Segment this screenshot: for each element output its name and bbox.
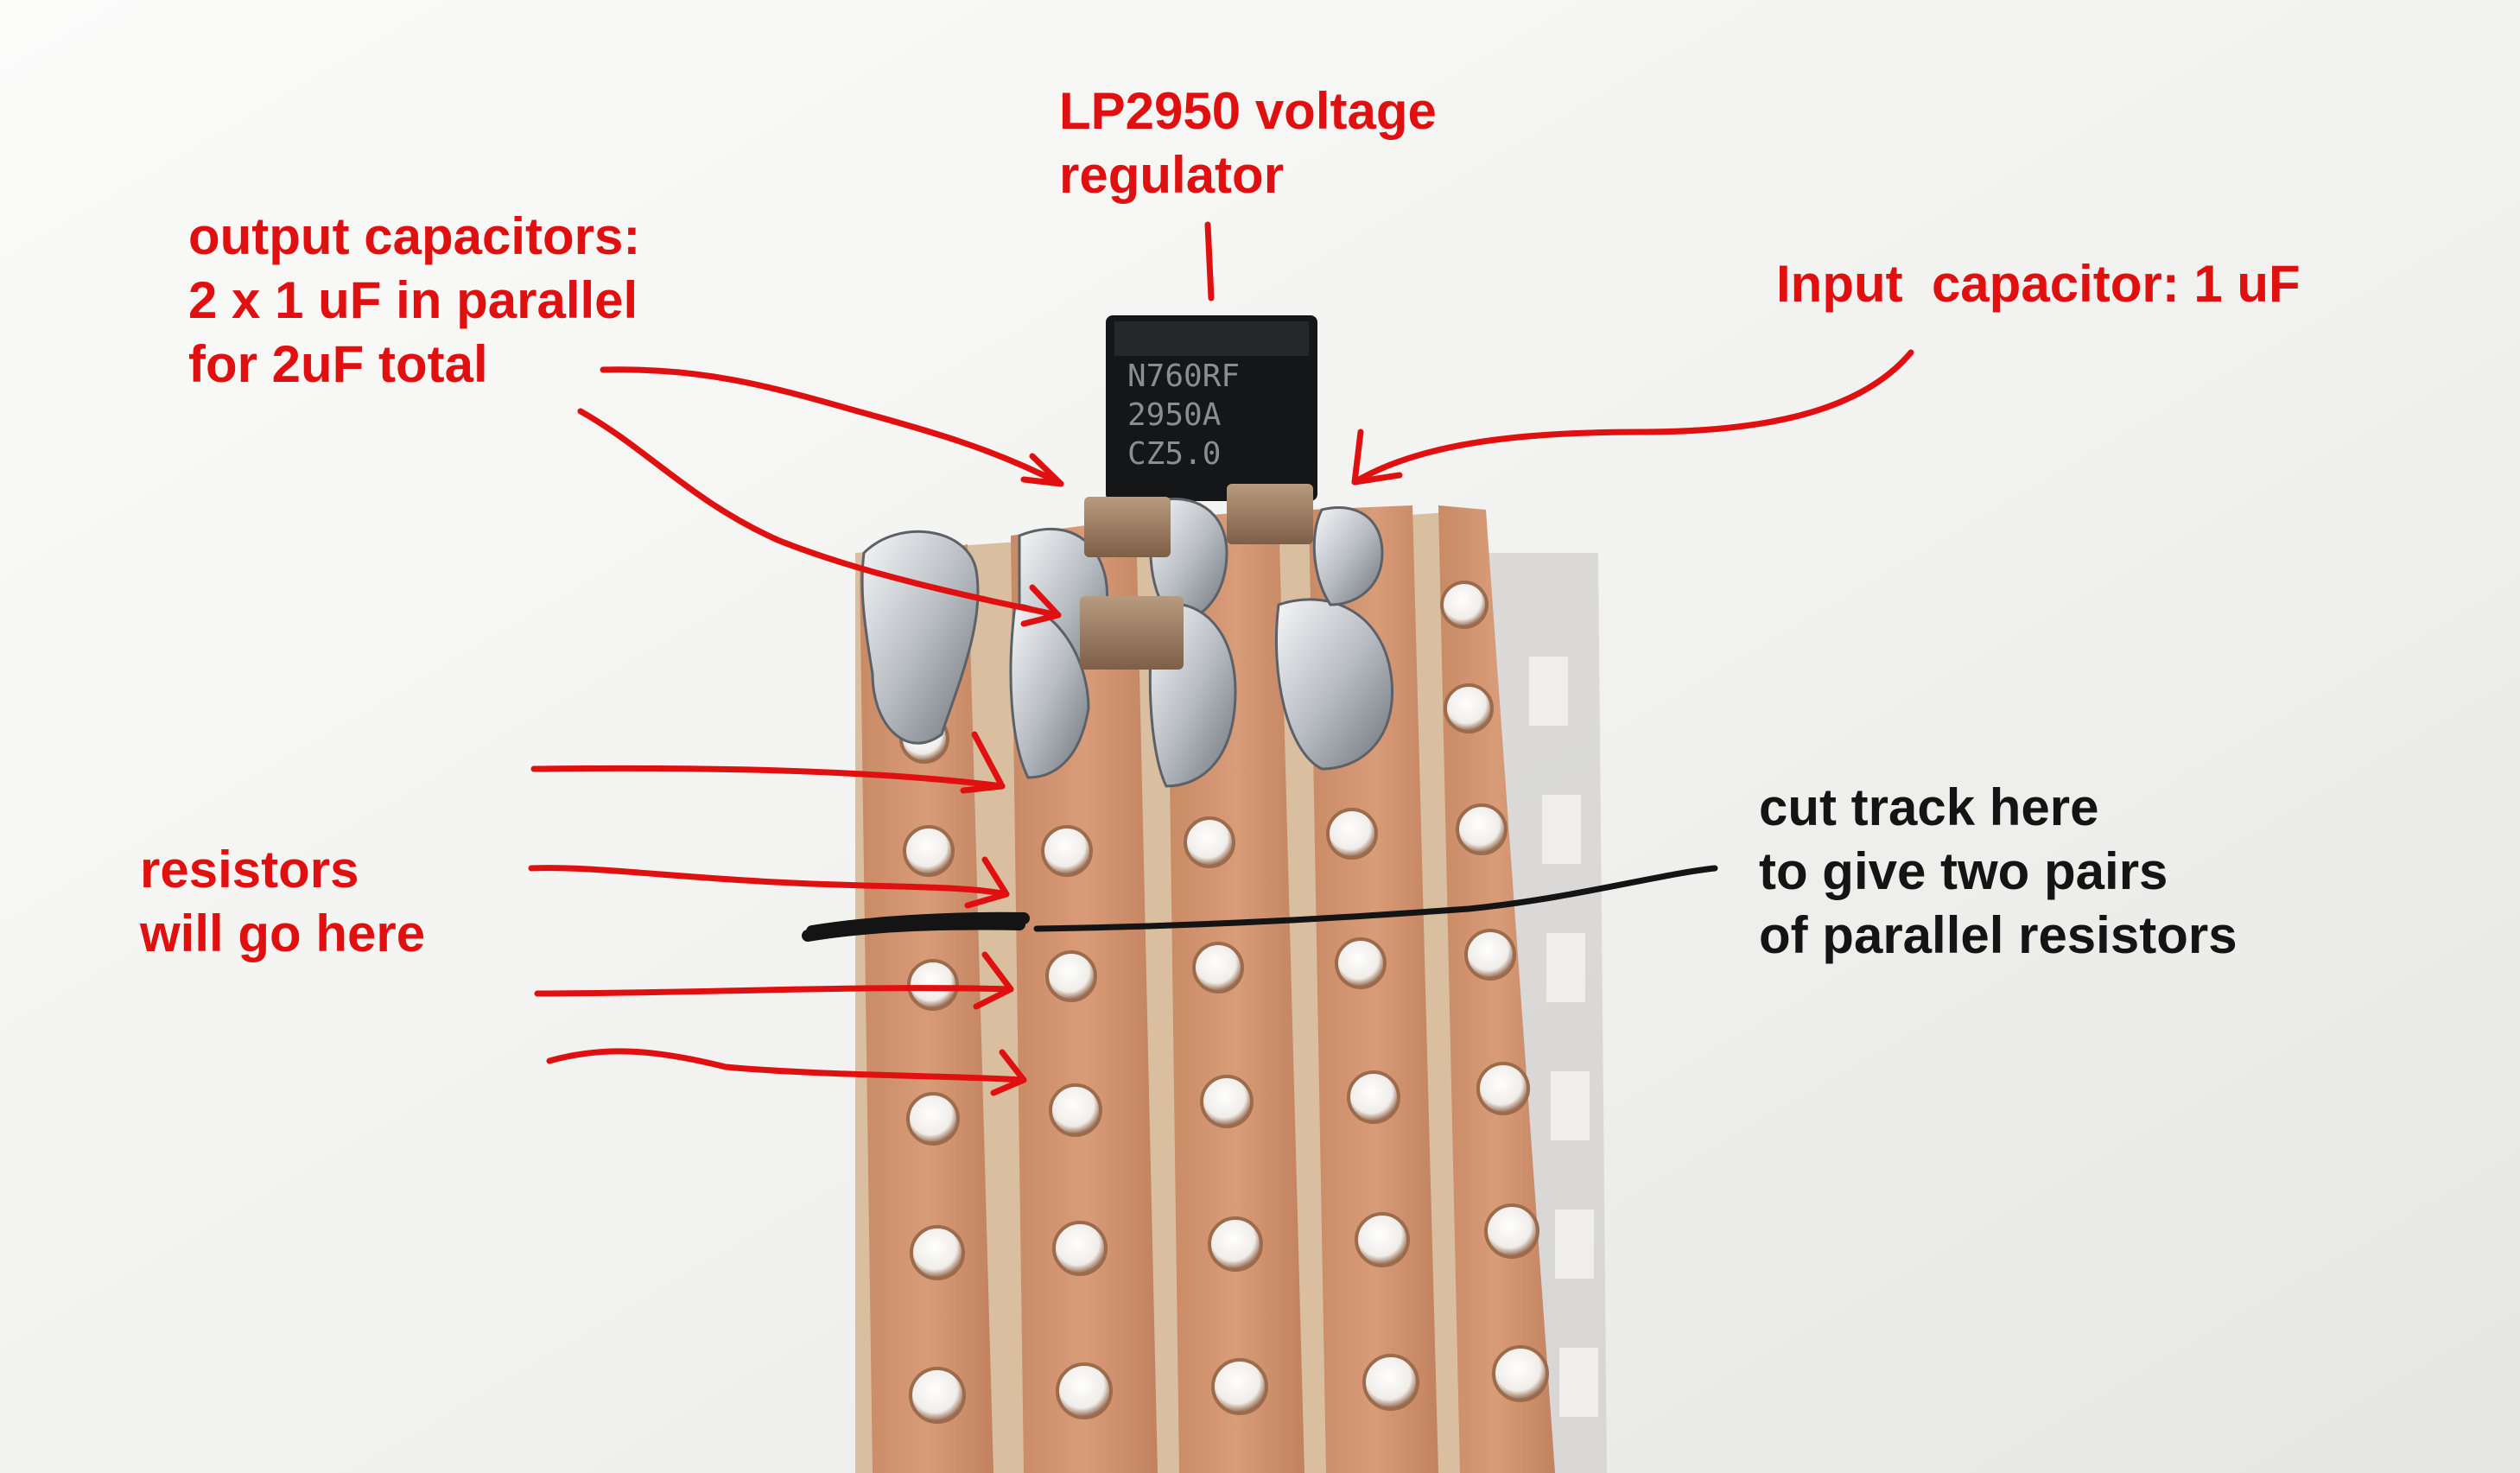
cut-track-label-line-1: cut track here bbox=[1759, 778, 2099, 836]
red-annotation-strokes bbox=[528, 221, 1914, 1096]
output-cap-arrow-2-head bbox=[1020, 584, 1062, 627]
resistor-arrow-2-head bbox=[964, 856, 1010, 909]
regulator-label-line-2: regulator bbox=[1059, 146, 1285, 204]
cut-track-annotation bbox=[802, 865, 1718, 942]
output-capacitors-label-line-1: output capacitors: bbox=[188, 207, 641, 265]
regulator-chip: N760RF 2950A CZ5.0 bbox=[1106, 315, 1317, 501]
chip-marking-line-1: N760RF bbox=[1127, 359, 1240, 394]
resistor-arrow-1-head bbox=[960, 731, 1006, 794]
chip-marking-line-2: 2950A bbox=[1127, 397, 1222, 433]
resistor-arrow-3 bbox=[534, 985, 1014, 997]
output-capacitors-label-line-3: for 2uF total bbox=[188, 335, 488, 393]
output-cap-arrow-1-head bbox=[1020, 453, 1064, 487]
cut-track-label-line-2: to give two pairs bbox=[1759, 842, 2168, 900]
regulator-label-line-1: LP2950 voltage bbox=[1059, 82, 1437, 140]
resistor-arrow-1 bbox=[530, 765, 1006, 790]
resistor-arrow-2 bbox=[528, 865, 1010, 898]
chip-marking-line-3: CZ5.0 bbox=[1127, 436, 1221, 472]
cut-track-mark bbox=[802, 911, 1030, 942]
resistor-arrow-4 bbox=[546, 1048, 1027, 1083]
output-capacitors-label-line-2: 2 x 1 uF in parallel bbox=[188, 271, 638, 329]
input-capacitor-label-line-1: Input capacitor: 1 uF bbox=[1776, 255, 2301, 313]
input-cap-arrow bbox=[1351, 349, 1914, 486]
stripboard-holes bbox=[899, 581, 1549, 1424]
input-capacitor bbox=[1227, 484, 1313, 544]
input-cap-arrow-head bbox=[1351, 429, 1403, 486]
input-capacitor-label: Input capacitor: 1 uF bbox=[1776, 252, 2301, 316]
resistors-label-line-1: resistors bbox=[140, 841, 359, 898]
regulator-pointer-line bbox=[1204, 221, 1215, 302]
output-capacitor-1 bbox=[1084, 497, 1171, 557]
output-cap-arrow-2 bbox=[577, 408, 1062, 619]
cut-track-label-line-3: of parallel resistors bbox=[1759, 906, 2238, 964]
regulator-label: LP2950 voltage regulator bbox=[1059, 79, 1437, 207]
resistor-arrow-4-head bbox=[990, 1049, 1027, 1096]
output-cap-arrow-1 bbox=[600, 366, 1064, 487]
output-capacitor-2 bbox=[1080, 596, 1184, 670]
resistor-arrow-3-head bbox=[973, 951, 1014, 1010]
resistors-label: resistors will go here bbox=[140, 838, 425, 966]
output-capacitors-label: output capacitors: 2 x 1 uF in parallel … bbox=[188, 205, 640, 397]
cut-track-label: cut track here to give two pairs of para… bbox=[1759, 776, 2238, 968]
resistors-label-line-2: will go here bbox=[140, 905, 426, 962]
cut-track-pointer bbox=[1033, 865, 1718, 932]
